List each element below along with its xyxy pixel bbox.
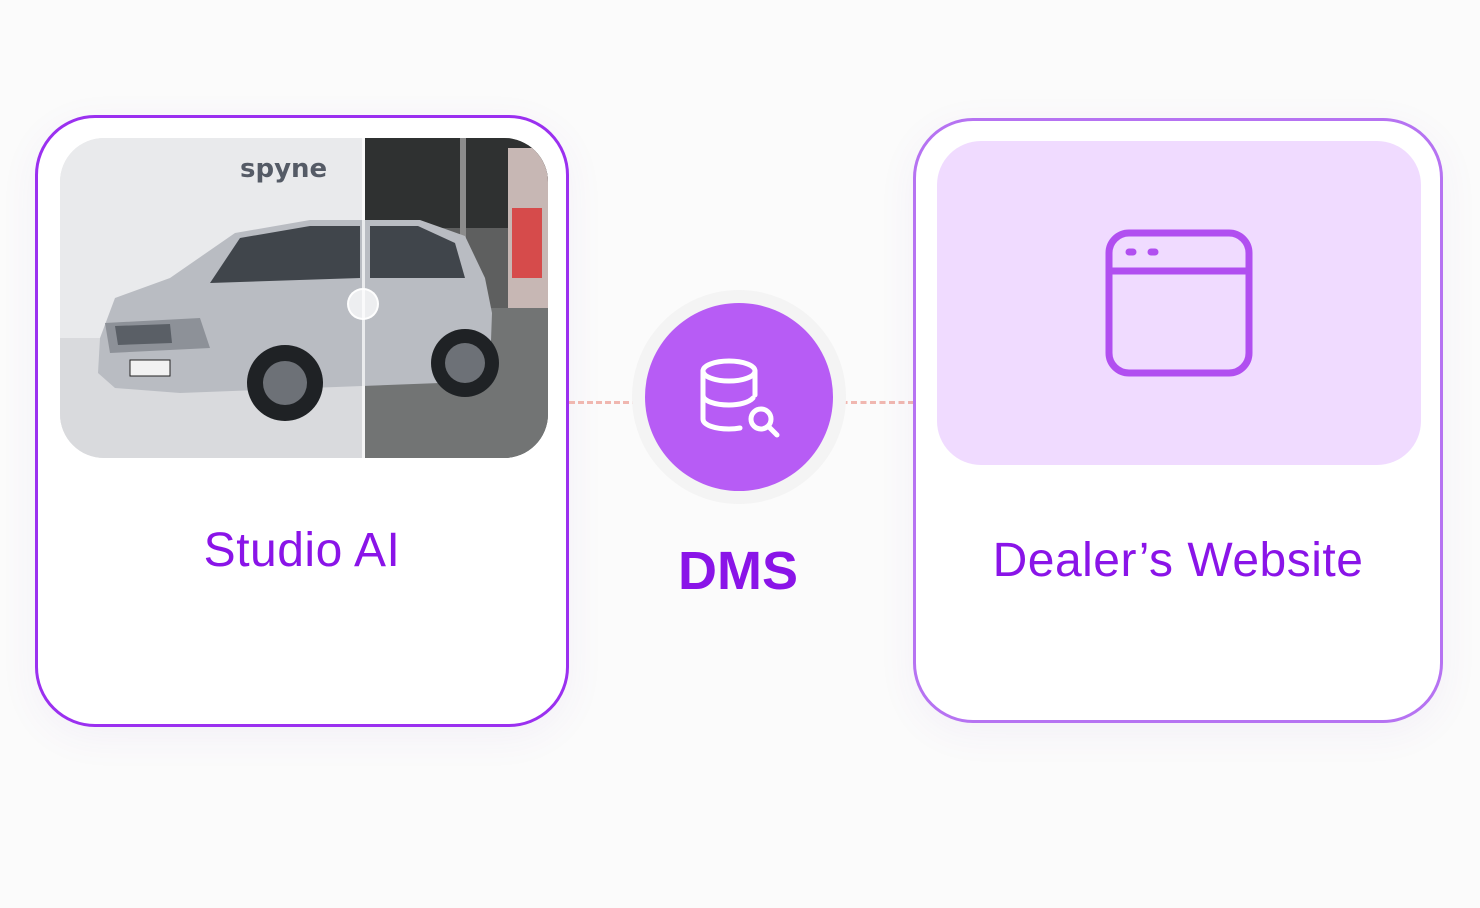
dealers-website-label: Dealer’s Website [992, 534, 1364, 587]
connector-studio-dms [569, 401, 647, 404]
studio-ai-label: Studio AI [203, 524, 401, 577]
dms-label: DMS [678, 541, 798, 601]
website-preview-panel [937, 141, 1421, 465]
dms-node[interactable] [645, 303, 833, 491]
dealers-website-card[interactable]: Dealer’s Website [913, 118, 1443, 723]
connector-dms-website [832, 401, 914, 404]
car-photo: spyne [60, 138, 548, 458]
browser-window-icon [1105, 229, 1253, 377]
compare-slider-handle[interactable] [347, 288, 379, 320]
studio-ai-card[interactable]: spyne Studio AI [35, 115, 569, 727]
database-search-icon [700, 358, 780, 438]
spyne-logo: spyne [240, 154, 328, 184]
